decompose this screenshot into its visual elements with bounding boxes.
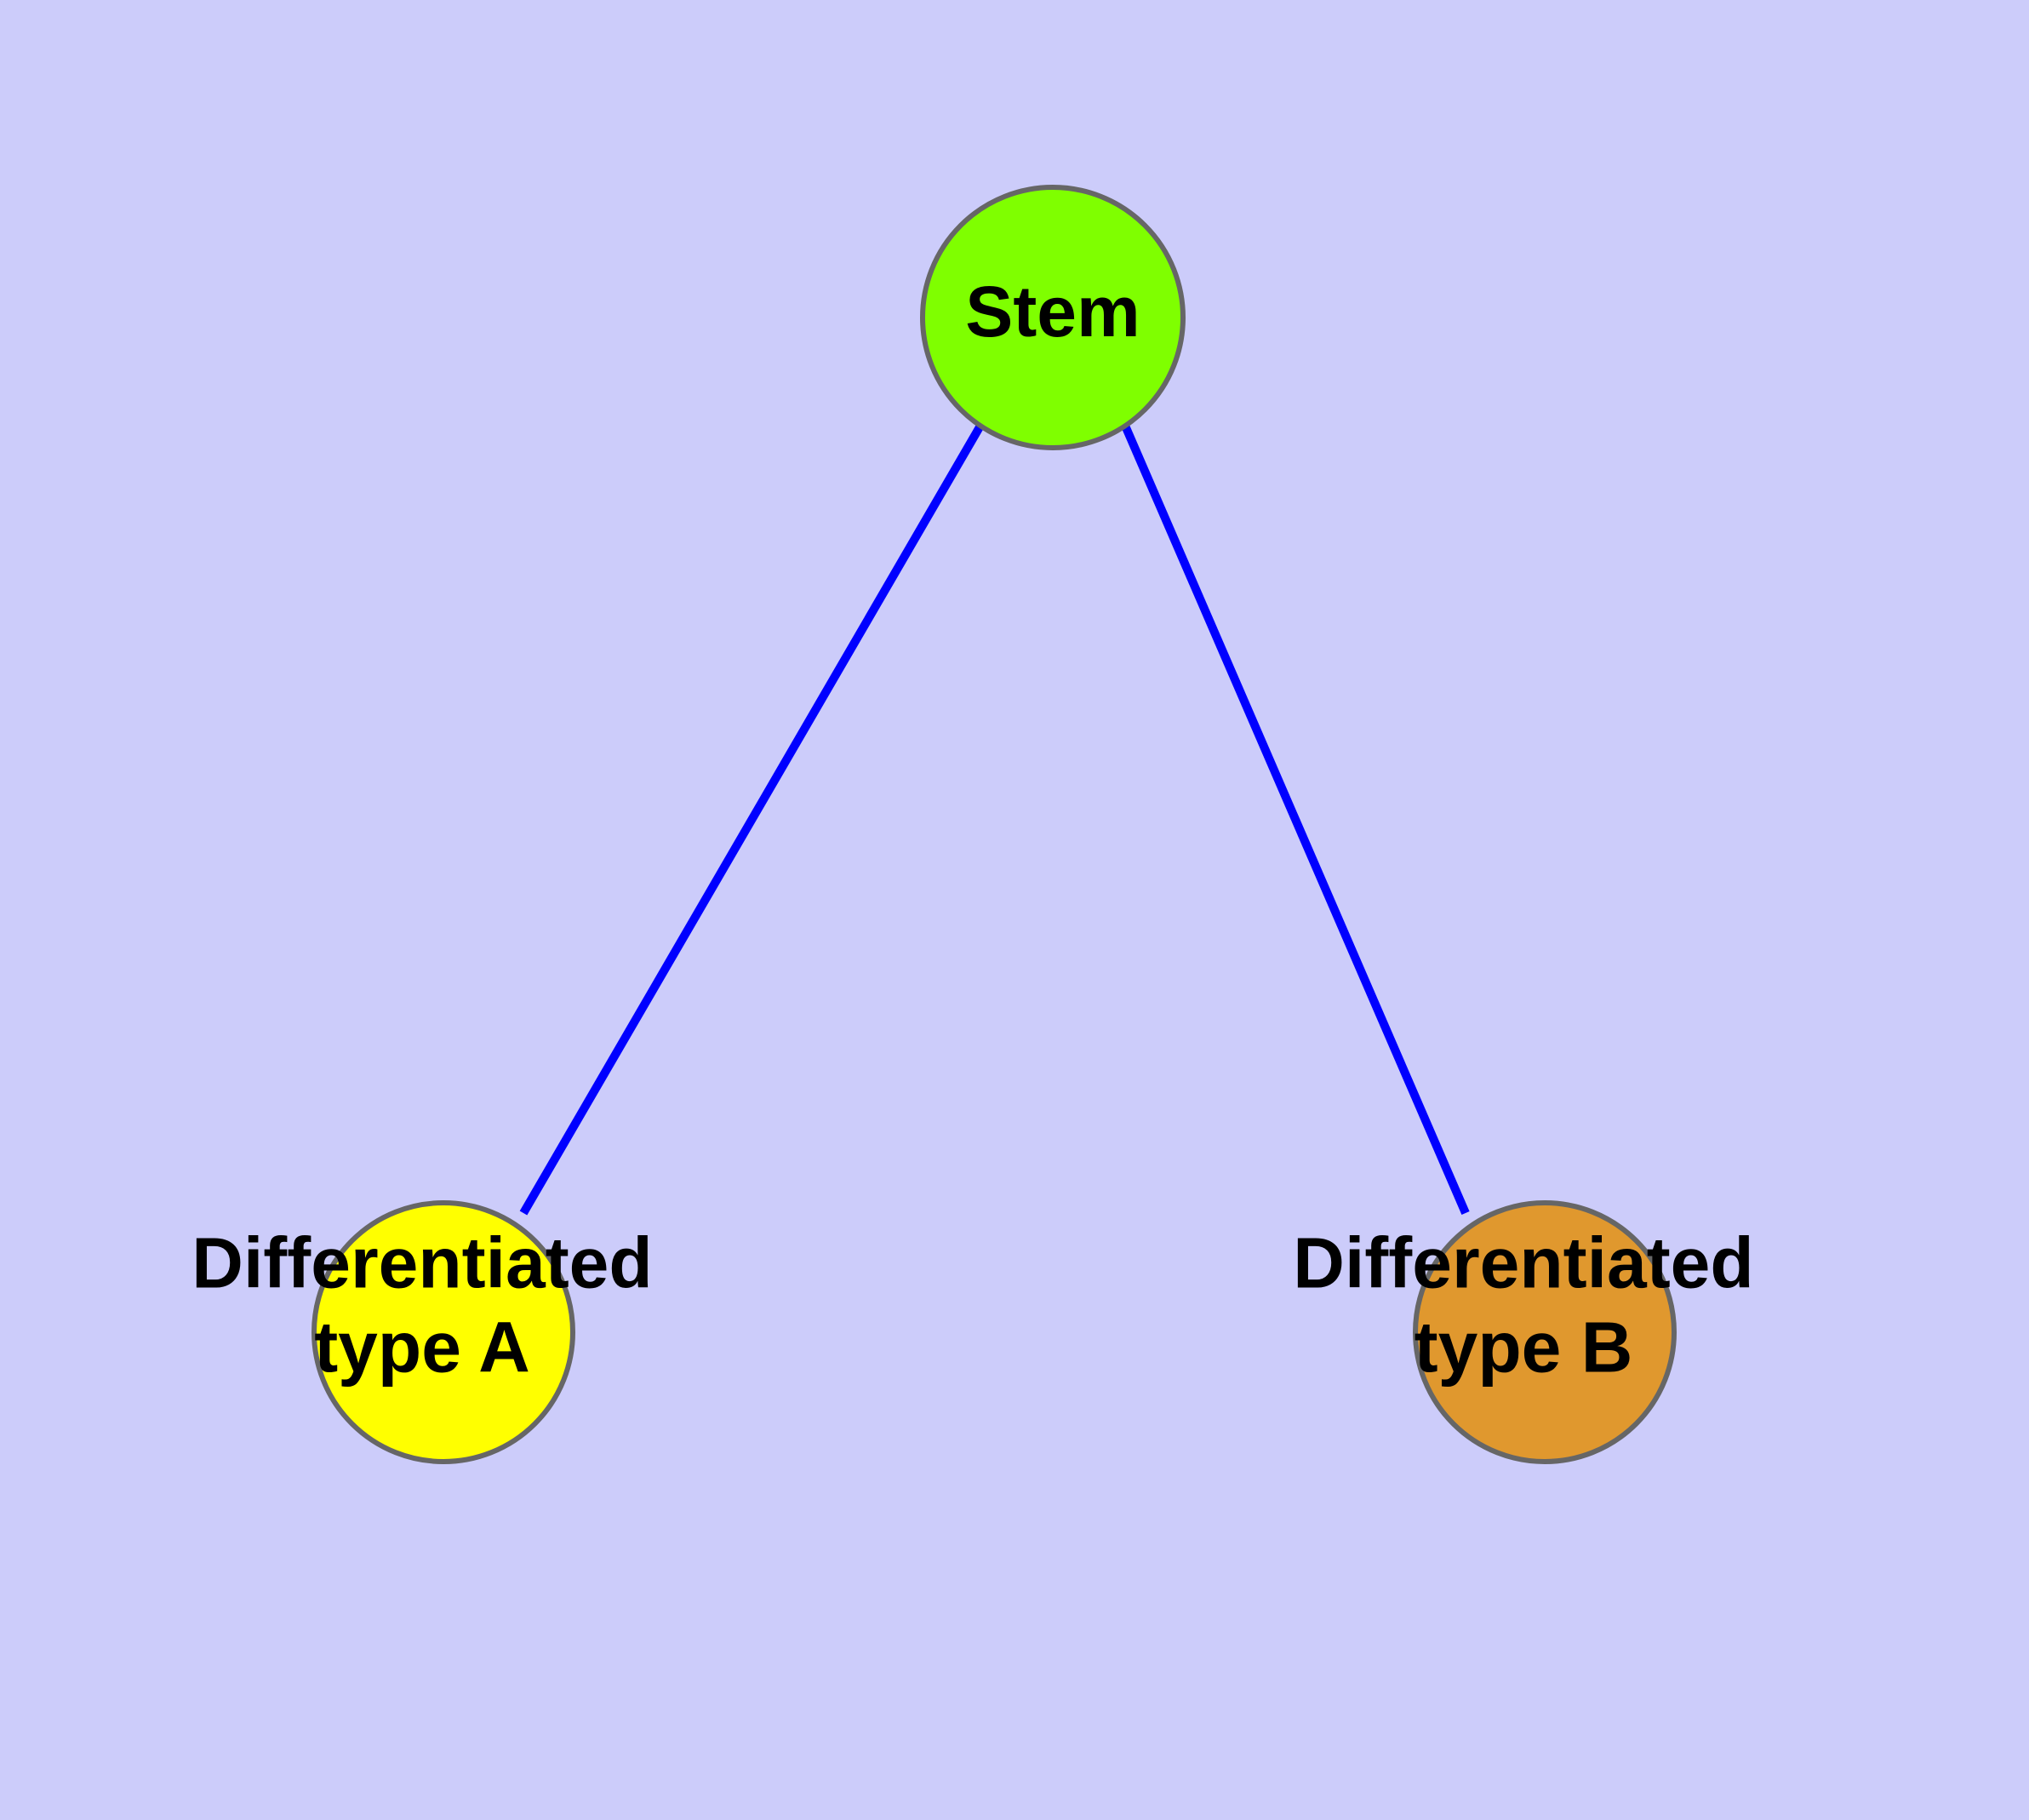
node-differentiated-type-b[interactable] — [1413, 1200, 1677, 1464]
node-differentiated-type-a-circle[interactable] — [311, 1200, 575, 1464]
node-differentiated-type-a[interactable] — [311, 1200, 575, 1464]
edge-stem-to-differentiated-type-b[interactable] — [1121, 424, 1470, 1215]
edge-layer — [519, 423, 1470, 1216]
node-label-line: Differentiated — [1293, 1223, 1753, 1303]
node-label-line: Differentiated — [191, 1223, 652, 1303]
node-stem[interactable] — [920, 185, 1186, 450]
node-label-line: type A — [314, 1308, 530, 1388]
node-differentiated-type-b-circle[interactable] — [1413, 1200, 1677, 1464]
node-stem-circle[interactable] — [920, 185, 1186, 450]
node-layer — [311, 185, 1677, 1464]
edge-stem-to-differentiated-type-a[interactable] — [519, 423, 985, 1216]
node-label-line: type B — [1415, 1308, 1633, 1388]
node-label-line: Stem — [965, 272, 1140, 352]
node-stem-label: Stem — [965, 272, 1140, 352]
